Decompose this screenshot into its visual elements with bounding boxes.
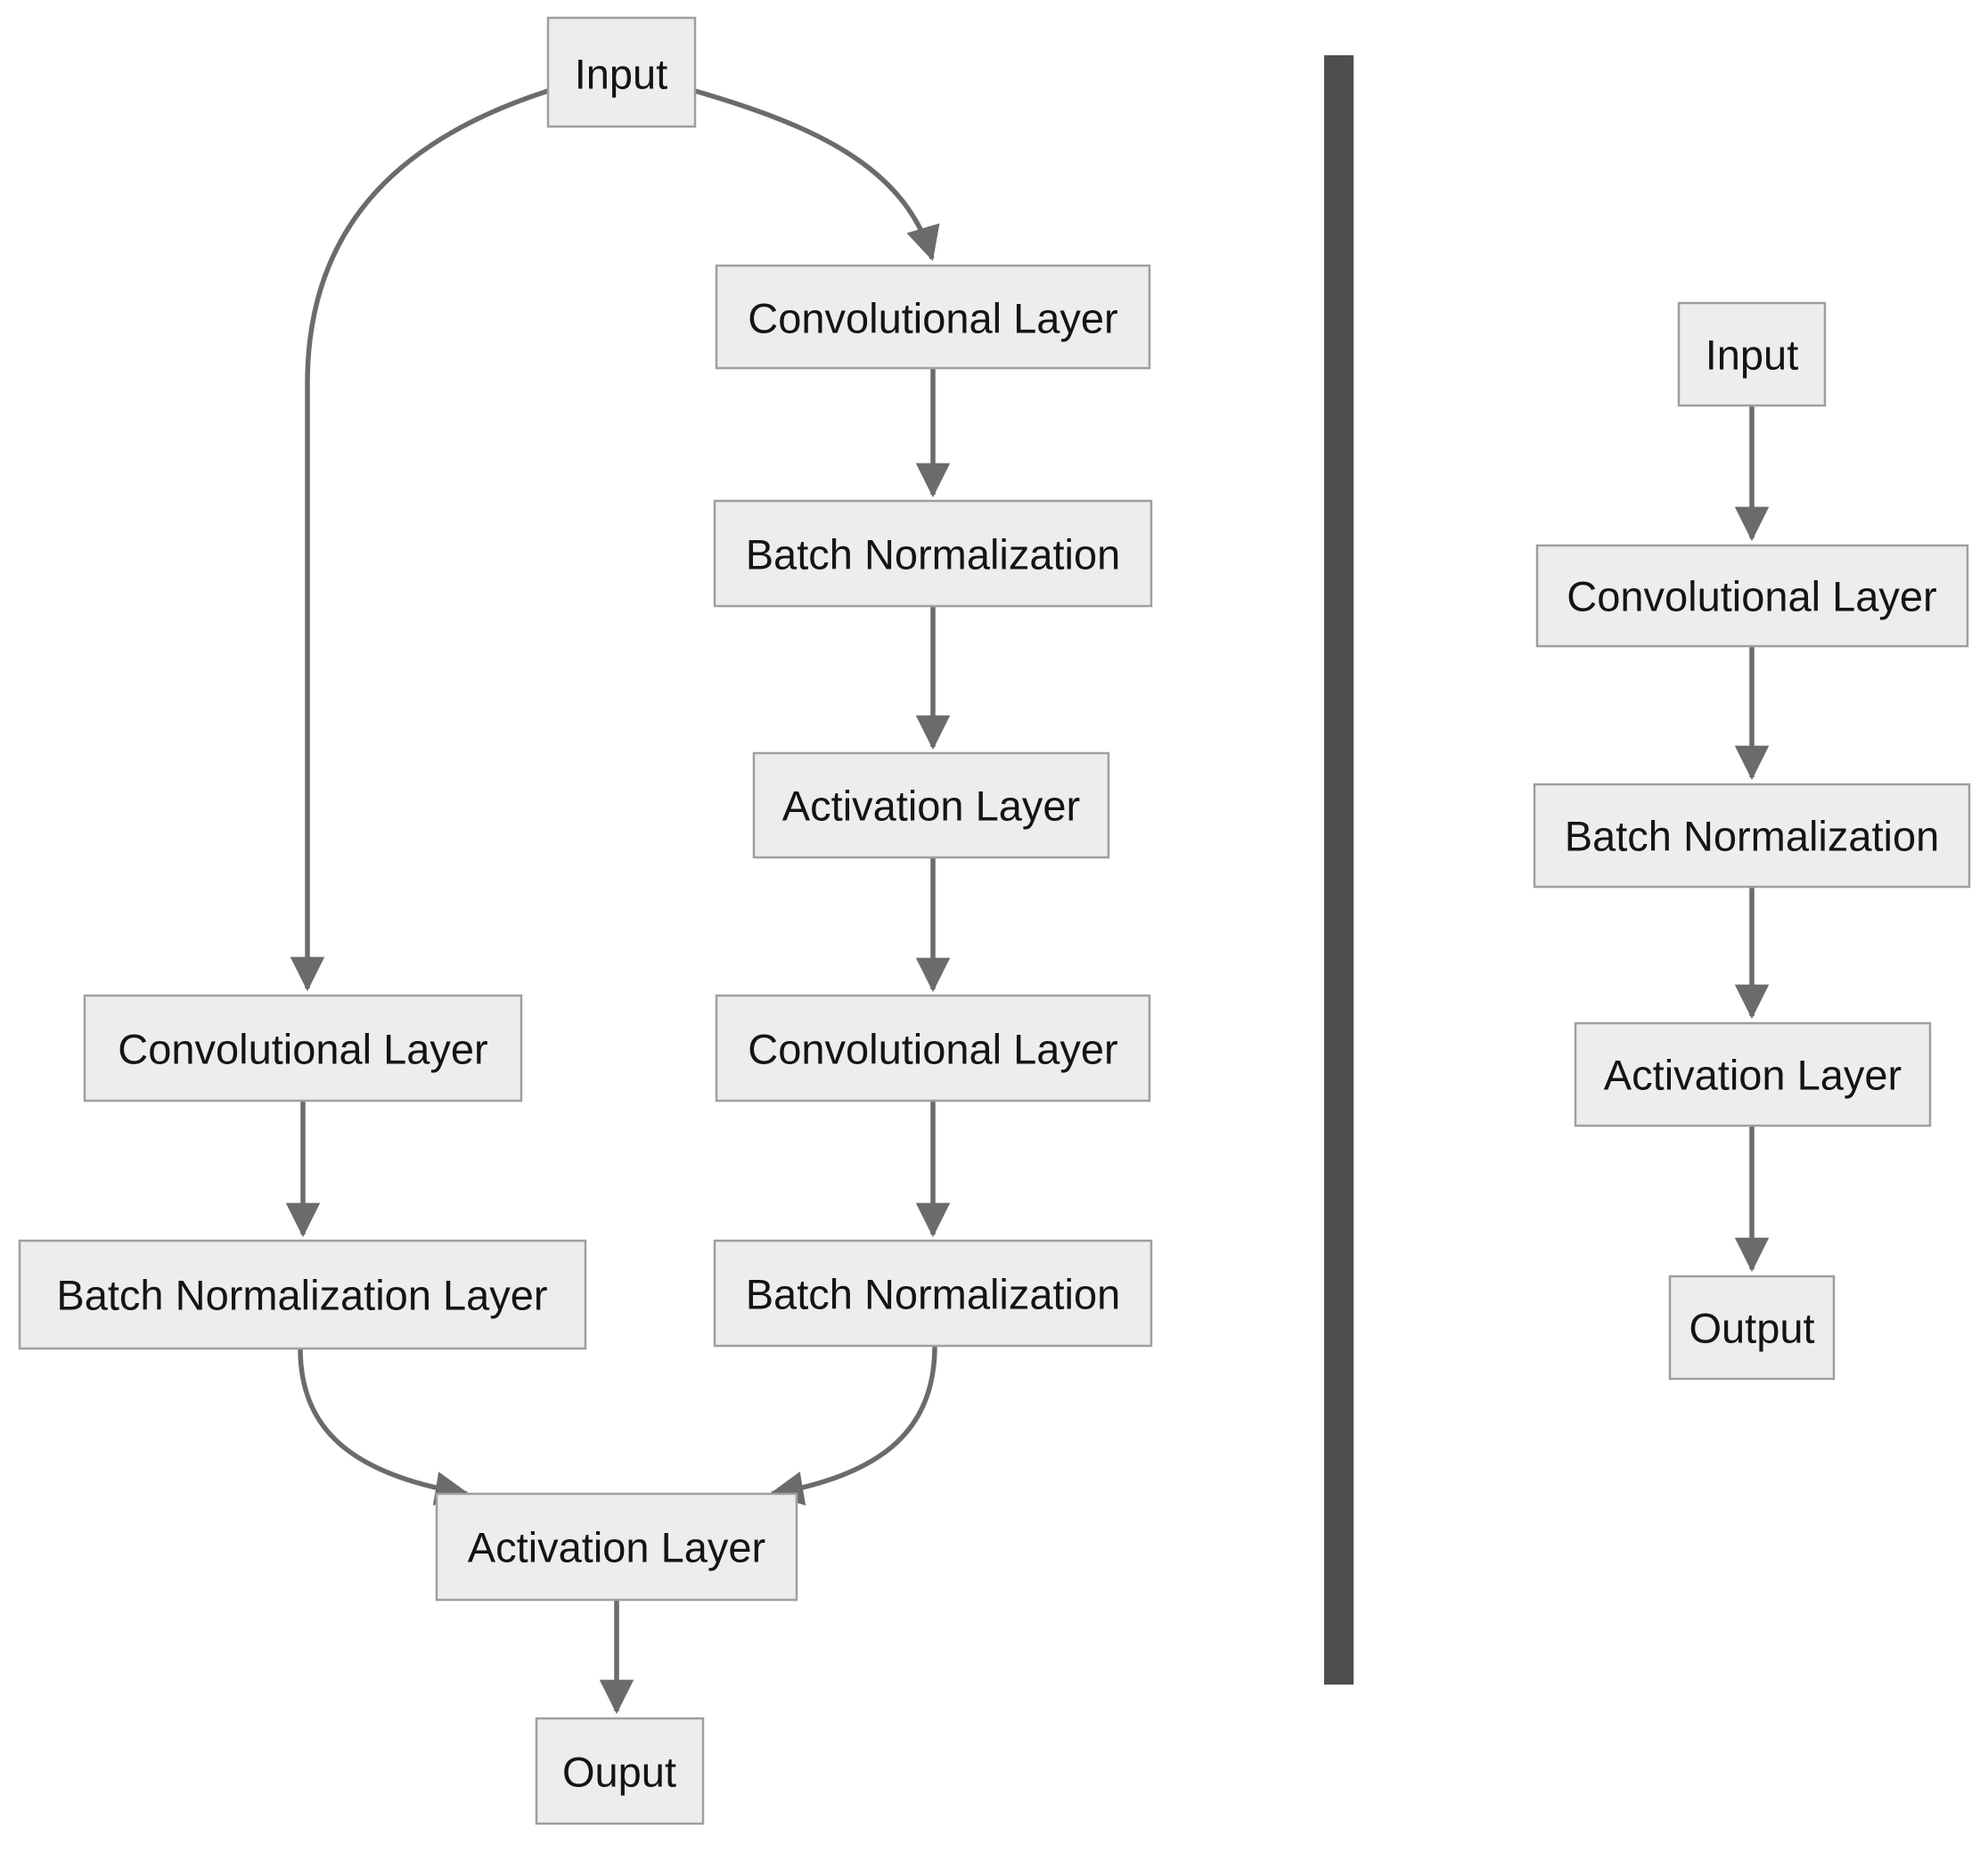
node-right-act: Activation Layer (1574, 1021, 1932, 1127)
node-branch-conv1-label: Convolutional Layer (748, 295, 1117, 342)
node-right-bn-label: Batch Normalization (1565, 813, 1940, 860)
node-branch-conv2: Convolutional Layer (715, 994, 1151, 1103)
node-branch-act-label: Activation Layer (782, 783, 1080, 830)
node-right-conv-label: Convolutional Layer (1567, 573, 1936, 620)
node-skip-bn: Batch Normalization Layer (18, 1239, 587, 1350)
node-branch-bn1: Batch Normalization (713, 499, 1153, 608)
node-branch-bn1-label: Batch Normalization (746, 531, 1121, 578)
edge-input-to-skip-conv (290, 88, 549, 992)
node-right-input-label: Input (1706, 332, 1799, 379)
node-merge-act: Activation Layer (435, 1492, 798, 1602)
node-skip-conv: Convolutional Layer (83, 994, 523, 1103)
node-right-act-label: Activation Layer (1604, 1052, 1902, 1099)
node-right-conv: Convolutional Layer (1535, 544, 1969, 648)
node-left-output-label: Ouput (562, 1749, 676, 1796)
node-merge-act-label: Activation Layer (468, 1524, 765, 1571)
edge-input-to-branch-conv1 (694, 88, 940, 261)
node-branch-bn2: Batch Normalization (713, 1239, 1153, 1348)
node-right-output-label: Output (1689, 1305, 1814, 1352)
node-skip-conv-label: Convolutional Layer (118, 1026, 487, 1073)
node-branch-conv2-label: Convolutional Layer (748, 1026, 1117, 1073)
node-branch-conv1: Convolutional Layer (715, 264, 1151, 370)
edge-skip-bn-to-merge-act (298, 1348, 470, 1506)
node-right-output: Output (1668, 1275, 1836, 1381)
node-skip-bn-label: Batch Normalization Layer (56, 1272, 547, 1319)
node-left-input-label: Input (575, 51, 668, 98)
node-right-bn: Batch Normalization (1533, 783, 1971, 889)
edge-branch-bn2-to-merge-act (768, 1345, 937, 1506)
node-branch-act: Activation Layer (752, 751, 1110, 859)
node-left-input: Input (546, 16, 697, 128)
vertical-divider (1324, 55, 1354, 1685)
node-branch-bn2-label: Batch Normalization (746, 1271, 1121, 1318)
node-right-input: Input (1677, 301, 1827, 407)
left-diagram: Input Convolutional Layer Batch Normaliz… (18, 16, 1153, 1825)
right-diagram: Input Convolutional Layer Batch Normaliz… (1533, 301, 1971, 1381)
node-left-output: Ouput (535, 1717, 705, 1825)
